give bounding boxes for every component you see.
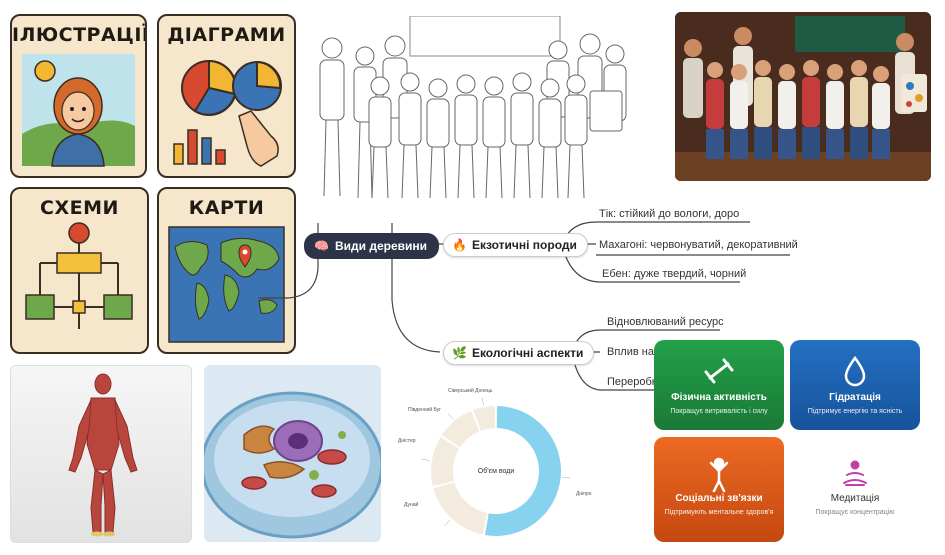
- chart-pointer-illustration-icon: [173, 59, 282, 167]
- donut-slice[interactable]: [484, 406, 561, 536]
- card-illustrations: ІЛЮСТРАЦІЇ: [10, 14, 147, 178]
- classroom-photo: [675, 12, 931, 181]
- donut-slice[interactable]: [433, 482, 488, 535]
- mindmap-root-label: Види деревини: [334, 239, 427, 253]
- tile-title: Медитація: [830, 493, 880, 504]
- tile-subtitle: Покращує витривалість і силу: [670, 408, 768, 415]
- tile-hydration[interactable]: Гідратація Підтримує енергію та ясність: [790, 340, 920, 430]
- tile-subtitle: Підтримують ментальне здоров'я: [664, 509, 774, 516]
- tile-social[interactable]: Соціальні зв'язки Підтримують ментальне …: [654, 437, 784, 542]
- portrait-illustration-icon: [22, 54, 135, 167]
- tile-title: Соціальні зв'язки: [675, 493, 763, 504]
- card-maps: КАРТИ: [157, 187, 296, 354]
- people-group-sketch-icon: [319, 15, 627, 199]
- tile-subtitle: Покращує концентрацію: [815, 509, 895, 516]
- mindmap-leaf[interactable]: Тік: стійкий до вологи, доро: [599, 208, 740, 220]
- donut-slice-label: Дніпро: [576, 491, 592, 497]
- world-map-illustration-icon: [168, 226, 285, 343]
- flowchart-illustration-icon: [25, 222, 133, 329]
- mindmap-branch-label: Екологічні аспекти: [471, 346, 584, 360]
- muscular-system-figure-icon: [68, 373, 138, 537]
- mindmap-leaf[interactable]: Відновлюваний ресурс: [607, 316, 724, 328]
- donut-leader-line: [448, 413, 454, 420]
- donut-slice[interactable]: [473, 406, 496, 431]
- mindmap-branch-exotic[interactable]: 🔥 Екзотичні породи: [443, 233, 588, 257]
- brain-icon: 🧠: [314, 239, 329, 253]
- leaf-icon: 🌿: [452, 346, 467, 360]
- donut-leader-line: [421, 459, 430, 461]
- mindmap-leaf[interactable]: Махагоні: червонуватий, декоративний: [599, 239, 798, 251]
- donut-leader-line: [562, 477, 571, 479]
- cell-image: [204, 365, 381, 542]
- mindmap-leaf[interactable]: Переробк: [607, 376, 657, 388]
- donut-leader-line: [444, 519, 451, 526]
- tile-title: Гідратація: [829, 392, 881, 403]
- dumbbell-icon: [704, 358, 734, 384]
- children-class-photo-icon: [675, 12, 931, 181]
- tile-meditation[interactable]: Медитація Покращує концентрацію: [790, 437, 920, 542]
- donut-slice-label: Дністер: [398, 438, 416, 444]
- tile-physical-activity[interactable]: Фізична активність Покращує витривалість…: [654, 340, 784, 430]
- animal-cell-3d-icon: [204, 391, 381, 539]
- donut-slice-label: Південний Буг: [408, 406, 441, 413]
- card-title: ІЛЮСТРАЦІЇ: [12, 24, 147, 46]
- tile-subtitle: Підтримує енергію та ясність: [807, 408, 903, 415]
- mindmap-branch-label: Екзотичні породи: [471, 238, 577, 252]
- mindmap-leaf[interactable]: Ебен: дуже твердий, чорний: [602, 268, 747, 280]
- chart-title: Об'єм води: [477, 468, 515, 475]
- anatomy-image: [10, 365, 192, 543]
- donut-slice-label: Дунай: [404, 501, 419, 508]
- meditation-icon: [843, 460, 867, 486]
- mindmap-branch-ecology[interactable]: 🌿 Екологічні аспекти: [443, 341, 595, 365]
- donut-slice-label: Сіверський Донець: [448, 387, 493, 394]
- water-drop-icon: [844, 355, 866, 387]
- donut-slice[interactable]: [431, 437, 460, 487]
- card-title: КАРТИ: [188, 197, 265, 219]
- donut-leader-line: [481, 397, 484, 406]
- person-cheer-icon: [709, 457, 729, 493]
- card-title: ДІАГРАМИ: [167, 24, 286, 46]
- mindmap-root-node[interactable]: 🧠 Види деревини: [304, 233, 439, 259]
- card-diagrams: ДІАГРАМИ: [157, 14, 296, 178]
- card-schemes: СХЕМИ: [10, 187, 149, 354]
- fire-icon: 🔥: [452, 238, 467, 252]
- mindmap-leaf[interactable]: Вплив на: [607, 346, 654, 358]
- tile-title: Фізична активність: [671, 392, 767, 403]
- card-title: СХЕМИ: [40, 197, 119, 219]
- group-line-art-image: [310, 15, 640, 211]
- donut-slice[interactable]: [441, 411, 480, 448]
